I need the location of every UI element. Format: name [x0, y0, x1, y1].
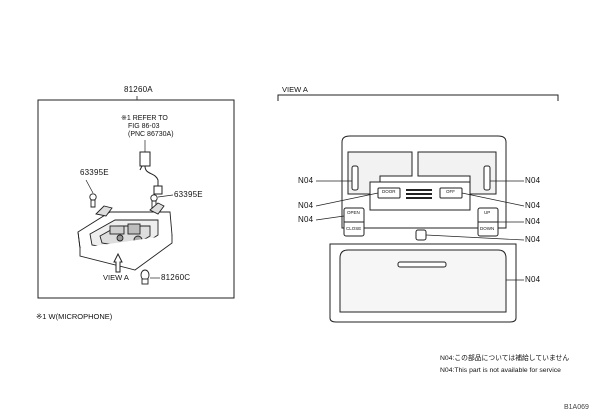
callout-left-mid: N04 — [298, 201, 314, 210]
refer-note-line2: FIG 86-03 — [128, 123, 160, 130]
service-note-japanese: N04:この部品については補給していません — [440, 355, 570, 362]
part-63395e-left: 63395E — [80, 168, 109, 177]
refer-note-line1: ※1 REFER TO — [121, 115, 168, 122]
part-81260c: 81260C — [161, 273, 191, 282]
console-assembly-isometric — [77, 202, 173, 271]
screw-left — [89, 193, 97, 208]
console-front-view — [329, 135, 517, 323]
view-arrow — [113, 252, 123, 273]
callout-right-top: N04 — [525, 176, 541, 185]
callout-left-top: N04 — [298, 176, 314, 185]
figure-id: B1A069 — [564, 404, 589, 411]
view-title: VIEW A — [282, 85, 308, 94]
callout-right-bottom: N04 — [525, 275, 541, 284]
microphone-connector — [139, 151, 163, 195]
callout-right-low: N04 — [525, 217, 541, 226]
switch-off: OFF — [446, 189, 455, 194]
view-bracket — [277, 94, 559, 101]
view-a-label: VIEW A — [103, 273, 129, 282]
switch-up: UP — [484, 210, 491, 215]
callout-right-knob: N04 — [525, 235, 541, 244]
callout-right-mid: N04 — [525, 201, 541, 210]
assembly-code: 81260A — [124, 85, 153, 94]
footnote-microphone: ※1 W(MICROPHONE) — [36, 312, 113, 321]
switch-door: DOOR — [382, 189, 396, 194]
left-panel-frame — [37, 99, 235, 299]
refer-note-line3: (PNC 86730A) — [128, 131, 174, 138]
switch-close: CLOSE — [346, 226, 362, 231]
part-63395e-right: 63395E — [174, 190, 203, 199]
callout-left-low: N04 — [298, 215, 314, 224]
screw-right — [150, 194, 158, 209]
switch-open: OPEN — [347, 210, 360, 215]
callout-leaders — [315, 180, 525, 281]
switch-down: DOWN — [480, 226, 495, 231]
bulb-81260c — [140, 269, 150, 285]
service-note-english: N04:This part is not available for servi… — [440, 367, 561, 374]
